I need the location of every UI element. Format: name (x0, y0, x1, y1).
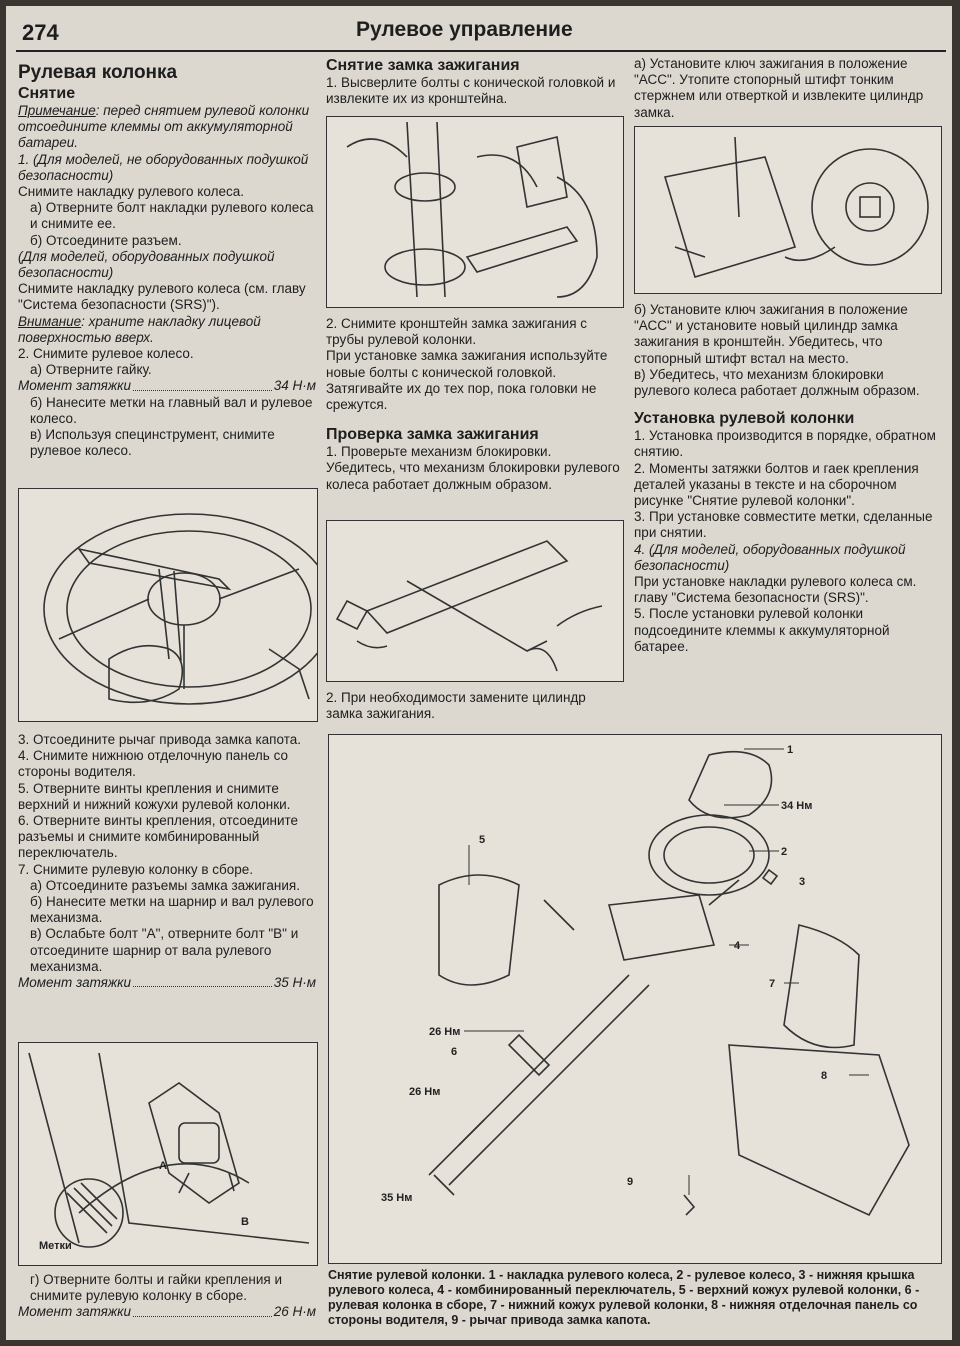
step-1-a: а) Отверните болт накладки рулевого коле… (30, 200, 314, 232)
install-step-5: 5. После установки рулевой колонки подсо… (634, 606, 890, 654)
ignition-step-1: 1. Высверлите болты с конической головко… (326, 75, 616, 107)
part-label-3: 3 (799, 876, 805, 888)
part-label-9: 9 (627, 1176, 633, 1188)
torque-label-26a: 26 Нм (429, 1026, 460, 1038)
bolt-a-label: А (159, 1160, 167, 1172)
figure-steering-joint: А В Метки (18, 1042, 318, 1266)
column-2-bottom: 2. При необходимости замените цилиндр за… (326, 690, 622, 722)
warning: Внимание: храните накладку лицевой повер… (18, 313, 261, 345)
step-5: 5. Отверните винты крепления и снимите в… (18, 780, 291, 812)
step-4: 4. Снимите нижнюю отделочную панель со с… (18, 748, 288, 780)
ignition-lock-removal-title: Снятие замка зажигания (326, 57, 520, 74)
column-3-top: а) Установите ключ зажигания в положение… (634, 56, 940, 121)
cylinder-step-b: б) Установите ключ зажигания в положение… (634, 302, 908, 366)
step-2: 2. Снимите рулевое колесо. (18, 346, 194, 362)
step-7-b: б) Нанесите метки на шарнир и вал рулево… (30, 894, 314, 926)
marks-label: Метки (39, 1240, 72, 1252)
steering-wheel-drawing (43, 513, 317, 705)
page-header: 274 Рулевое управление (16, 16, 946, 52)
part-label-2: 2 (781, 846, 787, 858)
step-7-c: в) Ослабьте болт "А", отверните болт "В"… (30, 926, 299, 974)
ignition-check-title: Проверка замка зажигания (326, 426, 539, 444)
step-7-a: а) Отсоедините разъемы замка зажигания. (30, 877, 300, 893)
drill-bolts-drawing (346, 121, 598, 298)
step-1-text: Снимите накладку рулевого колеса. (18, 184, 244, 200)
column-2-middle: 2. Снимите кронштейн замка зажигания с т… (326, 316, 622, 493)
column-2-top: Снятие замка зажигания 1. Высверлите бол… (326, 56, 622, 107)
page-number: 274 (22, 20, 59, 45)
ignition-step-2: 2. Снимите кронштейн замка зажигания с т… (326, 316, 588, 348)
note: Примечание: перед снятием рулевой колонк… (18, 103, 310, 151)
step-1-srs-text: Снимите накладку рулевого колеса (см. гл… (18, 281, 306, 313)
exploded-view-drawing: 1 2 3 4 5 6 7 8 9 34 Нм 26 Нм 26 Нм 35 Н… (381, 744, 910, 1217)
torque-label-26b: 26 Нм (409, 1086, 440, 1098)
manual-page: 274 Рулевое управление Рулевая колонка С… (6, 6, 952, 1340)
part-label-8: 8 (821, 1070, 827, 1082)
ignition-check-step-2: 2. При необходимости замените цилиндр за… (326, 690, 586, 722)
installation-title: Установка рулевой колонки (634, 410, 855, 428)
figure-lock-check (326, 520, 624, 682)
step-7-d: г) Отверните болты и гайки крепления и с… (30, 1272, 283, 1304)
column-1-top: Рулевая колонка Снятие Примечание: перед… (18, 62, 316, 459)
column-3-middle: б) Установите ключ зажигания в положение… (634, 302, 940, 655)
lock-cylinder-drawing (663, 136, 929, 278)
steering-joint-drawing: А В Метки (28, 1052, 310, 1252)
column-1-bottom: г) Отверните болты и гайки крепления и с… (18, 1272, 316, 1321)
install-step-4-text: При установке накладки рулевого колеса с… (634, 574, 917, 606)
part-label-4: 4 (734, 940, 741, 952)
torque-label-34: 34 Нм (781, 800, 812, 812)
step-2-a: а) Отверните гайку. (30, 362, 152, 378)
step-3: 3. Отсоедините рычаг привода замка капот… (18, 732, 301, 747)
figure-steering-wheel-removal (18, 488, 318, 722)
torque-label-35: 35 Нм (381, 1192, 412, 1204)
bolt-b-label: В (241, 1216, 249, 1228)
install-step-1: 1. Установка производится в порядке, обр… (634, 428, 936, 460)
subsection-title: Снятие (18, 85, 76, 102)
cylinder-step-a: а) Установите ключ зажигания в положение… (634, 56, 924, 120)
exploded-view-caption: Снятие рулевой колонки. 1 - накладка рул… (328, 1268, 920, 1327)
article-title: Рулевая колонка (18, 62, 178, 83)
figure-exploded-column: 1 2 3 4 5 6 7 8 9 34 Нм 26 Нм 26 Нм 35 Н… (328, 734, 942, 1264)
cylinder-step-c: в) Убедитесь, что механизм блокировки ру… (634, 366, 920, 399)
step-1-heading: 1. (Для моделей, не оборудованных подушк… (18, 151, 309, 183)
step-7: 7. Снимите рулевую колонку в сборе. (18, 861, 254, 877)
figure-lock-cylinder (634, 126, 942, 294)
column-1-middle: 3. Отсоедините рычаг привода замка капот… (18, 732, 316, 991)
step-6: 6. Отверните винты крепления, отсоединит… (18, 813, 299, 861)
part-label-5: 5 (479, 834, 485, 846)
ignition-check-step-1: 1. Проверьте механизм блокировки. Убедит… (326, 444, 620, 492)
step-2-b: б) Нанесите метки на главный вал и рулев… (30, 394, 313, 426)
install-step-2: 2. Моменты затяжки болтов и гаек креплен… (634, 460, 919, 509)
step-1-srs-heading: (Для моделей, оборудованных подушкой без… (18, 248, 275, 281)
figure-drill-bolts (326, 116, 624, 308)
part-label-7: 7 (769, 978, 775, 990)
step-1-b: б) Отсоедините разъем. (30, 232, 182, 248)
step-2-c: в) Используя специнструмент, снимите рул… (30, 427, 275, 459)
section-title: Рулевое управление (356, 18, 573, 41)
lock-check-drawing (335, 540, 603, 672)
install-step-4: 4. (Для моделей, оборудованных подушкой … (634, 541, 906, 573)
part-label-1: 1 (787, 744, 793, 756)
ignition-install-note: При установке замка зажигания используйт… (326, 348, 608, 413)
install-step-3: 3. При установке совместите метки, сдела… (634, 509, 933, 541)
part-label-6: 6 (451, 1046, 457, 1058)
